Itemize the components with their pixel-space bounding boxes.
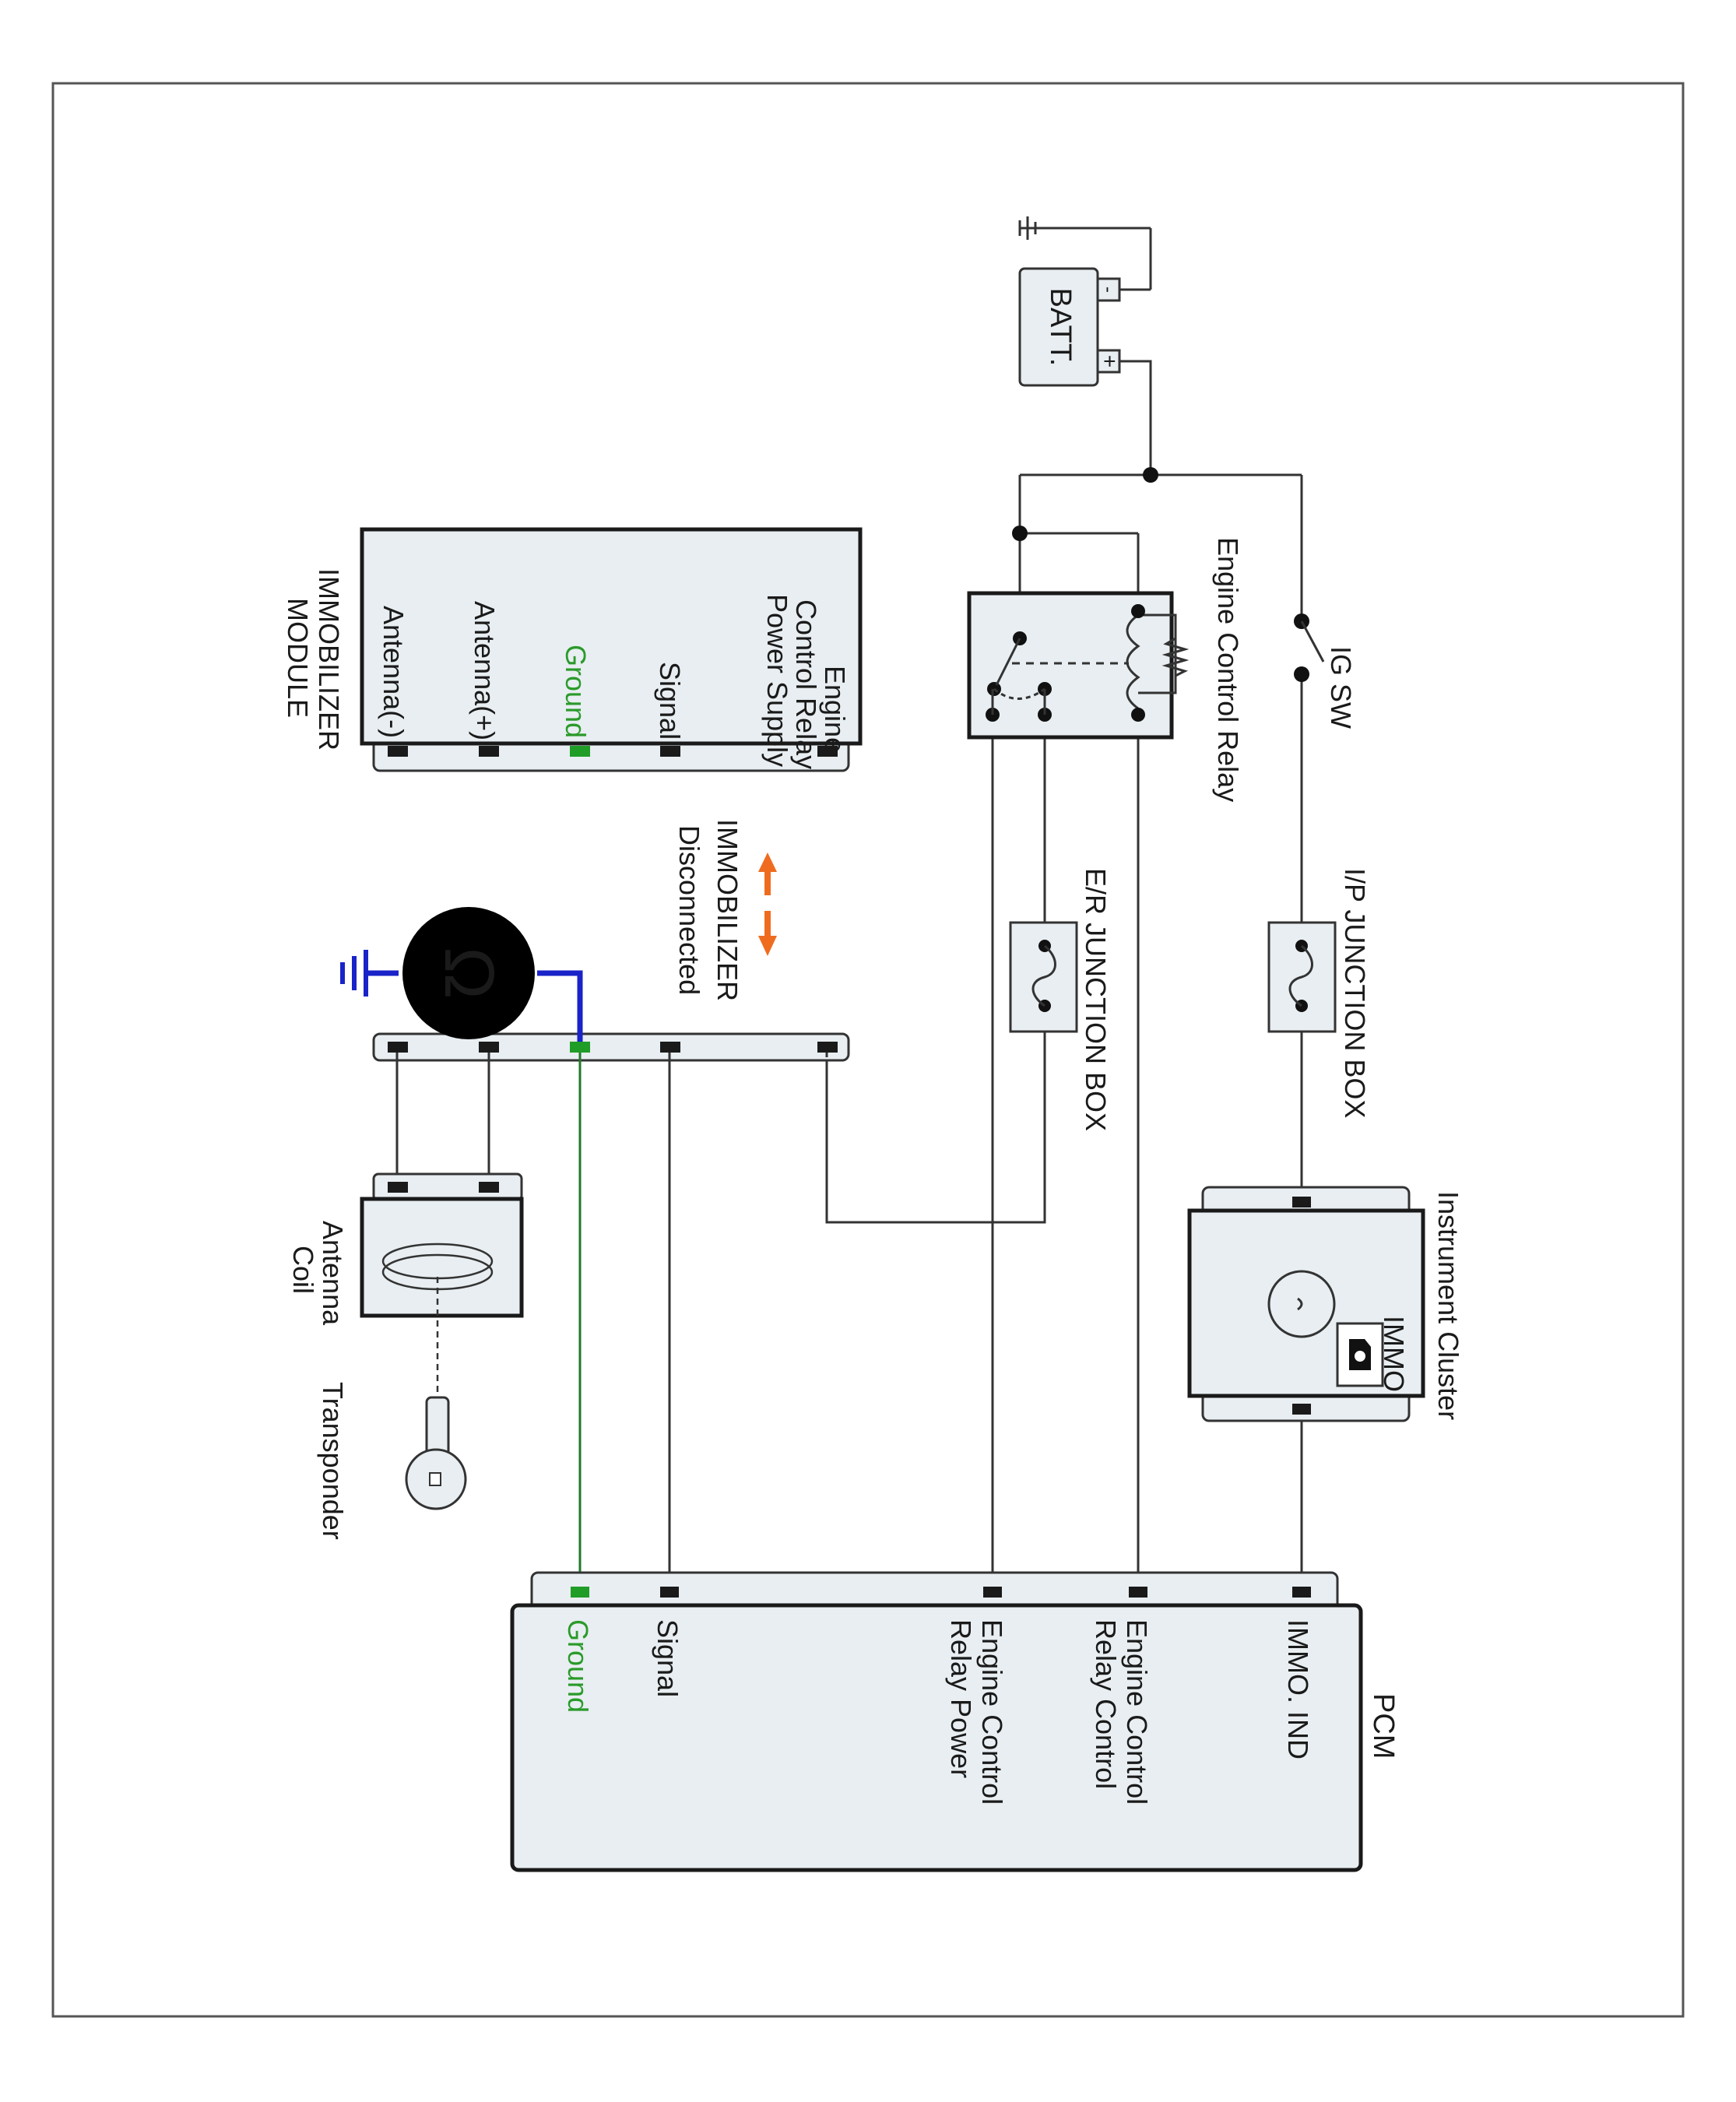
cluster-connector-pin [1292, 1404, 1311, 1415]
pcm-pin-erc [1129, 1587, 1147, 1598]
pcm: PCM IMMO. IND Engine Control Relay Contr… [510, 1571, 1400, 1872]
pcm-pin-label-ground: Ground [562, 1619, 594, 1713]
module-title: MODULE [282, 598, 314, 718]
transponder-label: Transponder [317, 1382, 349, 1540]
antenna-coil: Antenna Coil [287, 1172, 524, 1397]
pcm-pin-label-erc: Engine Control [1121, 1619, 1153, 1805]
battery-label: BATT. [1044, 288, 1077, 367]
pcm-pin-ground [571, 1587, 589, 1598]
module-pin-label-power: Power Supply [761, 594, 793, 767]
relay-label: Engine Control Relay [1212, 537, 1244, 802]
chassis-ground-icon: Ω [340, 907, 583, 1042]
disconnect-label: Disconnected [673, 825, 705, 995]
module-pin-label-signal: Signal [654, 662, 686, 740]
pcm-pin-label-immo-ind: IMMO. IND [1282, 1619, 1314, 1759]
ip-junction-label: I/P JUNCTION BOX [1339, 868, 1371, 1118]
junction-dot [1012, 526, 1028, 541]
pcm-pin-signal [660, 1587, 679, 1598]
battery: - + BATT. [1018, 267, 1122, 387]
pcm-pin-label-erp: Engine Control [976, 1619, 1008, 1805]
battery-ground [1018, 216, 1152, 291]
instrument-cluster: IMMO. Instrument Cluster [1187, 1186, 1464, 1422]
module-pin-ant-minus [388, 746, 408, 757]
battery-pos-mark: + [1098, 355, 1122, 367]
pcm-pin-label-erp: Relay Power [945, 1619, 977, 1778]
module-pin-ground [570, 746, 590, 757]
cluster-immo-label: IMMO. [1378, 1316, 1410, 1400]
module-pin-label-ant-plus: Antenna(+) [469, 601, 501, 740]
module-pin-label-ant-minus: Antenna(-) [378, 606, 409, 738]
module-pin-label-power: Engine [819, 666, 851, 753]
antenna-label: Coil [287, 1246, 319, 1294]
pcm-pin-erp [983, 1587, 1002, 1598]
er-junction-label: E/R JUNCTION BOX [1080, 868, 1112, 1131]
module-pin-signal [660, 746, 680, 757]
disconnect-indicator: IMMOBILIZER Disconnected [673, 819, 777, 1001]
transponder-key-icon: Transponder [317, 1382, 467, 1540]
module-pin-label-ground: Ground [560, 645, 592, 738]
ip-junction-box: I/P JUNCTION BOX [1267, 868, 1371, 1118]
pcm-pin-immo-ind [1292, 1587, 1311, 1598]
junction-dot [1143, 467, 1158, 483]
disconnect-arrow-icon [758, 852, 777, 956]
immobilizer-module: Engine Control Relay Power Supply Signal… [282, 527, 863, 772]
battery-neg-mark: - [1098, 286, 1119, 293]
disconnect-omega-icon [402, 907, 535, 1039]
svg-text:Ω: Ω [430, 947, 508, 999]
pcm-pin-label-erc: Relay Control [1090, 1619, 1122, 1789]
pcm-pin-label-signal: Signal [652, 1619, 684, 1697]
module-pin-power [817, 746, 838, 757]
harness-connector [372, 1032, 850, 1592]
ig-switch-label: IG SW [1325, 646, 1357, 729]
engine-control-relay: Engine Control Relay [967, 537, 1244, 802]
pcm-label: PCM [1367, 1693, 1400, 1759]
module-pin-label-power: Control Relay [790, 599, 822, 769]
cluster-connector-pin [1292, 1197, 1311, 1207]
cluster-label: Instrument Cluster [1432, 1191, 1464, 1420]
er-junction-box: E/R JUNCTION BOX [1009, 868, 1112, 1131]
module-title: IMMOBILIZER [313, 568, 345, 750]
disconnect-label: IMMOBILIZER [712, 819, 743, 1001]
ig-switch: IG SW [1294, 613, 1357, 729]
module-pin-ant-plus [479, 746, 499, 757]
antenna-label: Antenna [317, 1221, 349, 1326]
